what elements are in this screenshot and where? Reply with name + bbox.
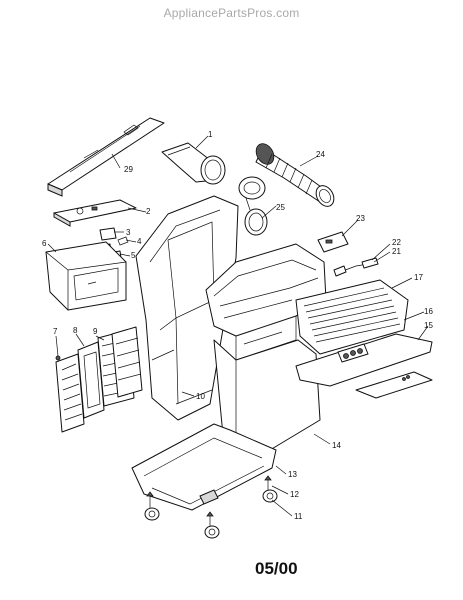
part-6-condensate-box[interactable] <box>45 241 127 311</box>
part-15-display-bezel[interactable] <box>355 371 433 399</box>
callout-22: 22 <box>392 238 401 247</box>
part-8-filter-frame[interactable] <box>77 341 105 419</box>
callout-17: 17 <box>414 273 423 282</box>
callout-7: 7 <box>53 327 58 336</box>
part-9-filter-screen[interactable] <box>97 326 143 407</box>
leader-lines <box>47 135 429 517</box>
callout-15: 15 <box>424 321 433 330</box>
part-3-switch[interactable] <box>99 227 117 241</box>
callout-6: 6 <box>42 239 47 248</box>
callout-4: 4 <box>137 237 142 246</box>
callout-10: 10 <box>196 392 205 401</box>
callout-29: 29 <box>124 165 133 174</box>
part-10-cabinet-frame[interactable] <box>135 195 239 421</box>
callout-12: 12 <box>290 490 299 499</box>
part-23-remote-control[interactable] <box>317 231 349 253</box>
part-24-exhaust-hose[interactable] <box>253 140 338 209</box>
callout-2: 2 <box>146 207 151 216</box>
callout-5: 5 <box>131 251 136 260</box>
part-25-window-adapter[interactable] <box>238 176 268 236</box>
watermark-text: AppliancePartsPros.com <box>163 6 300 20</box>
part-16-grille[interactable] <box>295 279 409 355</box>
callout-23: 23 <box>356 214 365 223</box>
part-11-caster[interactable] <box>144 489 278 539</box>
callout-labels: 1 24 25 29 2 3 4 5 6 23 22 21 17 16 15 7… <box>42 130 433 521</box>
callout-24: 24 <box>316 150 325 159</box>
callout-1: 1 <box>208 130 213 139</box>
part-17-front-upper-panel[interactable] <box>205 243 327 361</box>
callout-13: 13 <box>288 470 297 479</box>
callout-8: 8 <box>73 326 78 335</box>
part-13-base-tray[interactable] <box>131 423 277 511</box>
part-29-top-rail[interactable] <box>47 117 165 197</box>
callout-9: 9 <box>93 327 98 336</box>
callout-21: 21 <box>392 247 401 256</box>
part-2-control-bracket[interactable] <box>53 199 137 227</box>
part-1-exhaust-adapter[interactable] <box>161 142 226 185</box>
part-7-filter[interactable] <box>55 353 85 433</box>
callout-16: 16 <box>424 307 433 316</box>
part-4-clip[interactable] <box>117 236 129 246</box>
part-21-22-sensor-wire[interactable] <box>333 257 379 277</box>
date-code: 05/00 <box>255 559 298 578</box>
part-15-control-panel[interactable] <box>295 333 433 387</box>
callout-3: 3 <box>126 228 131 237</box>
callout-25: 25 <box>276 203 285 212</box>
callout-14: 14 <box>332 441 341 450</box>
callout-11: 11 <box>294 512 303 521</box>
